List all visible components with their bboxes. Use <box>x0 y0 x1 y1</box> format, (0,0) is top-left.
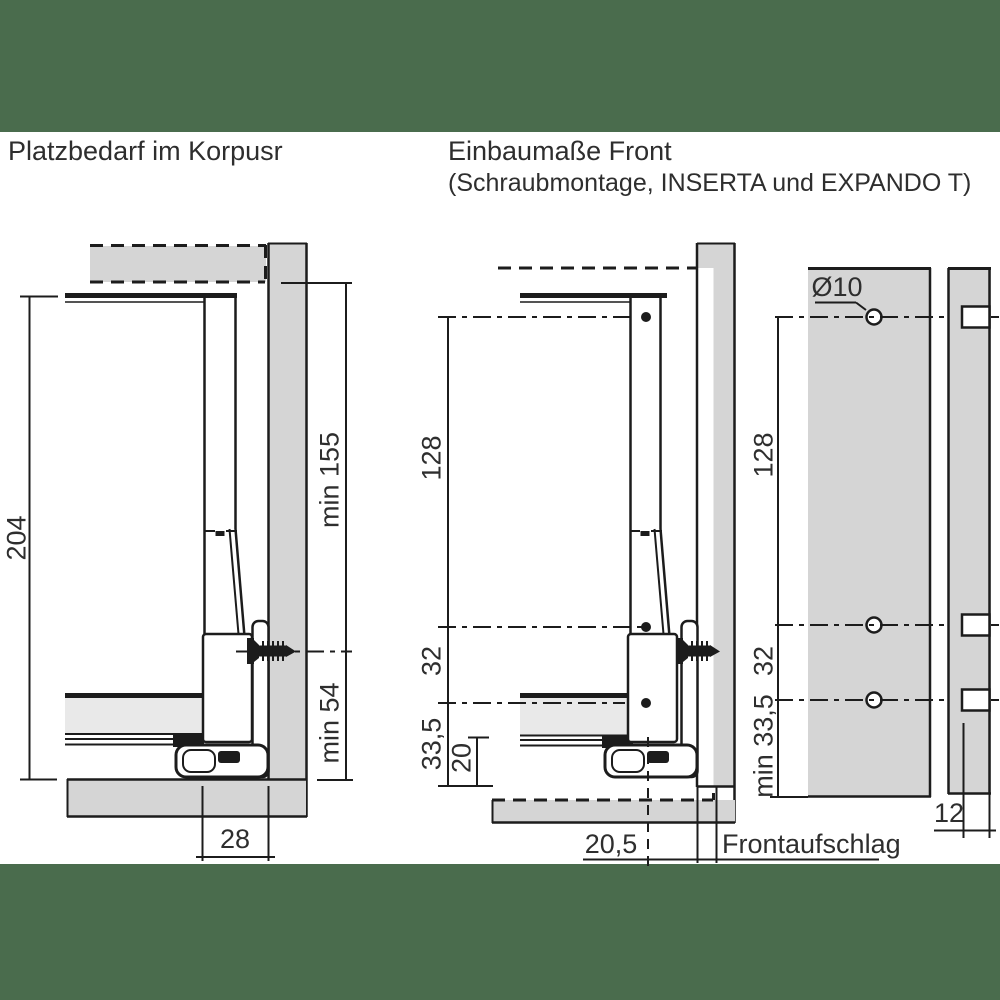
right-diagram-title: Einbaumaße Front <box>448 136 672 166</box>
right-diagram-subtitle: (Schraubmontage, INSERTA und EXPANDO T) <box>448 169 972 197</box>
dim-128-mid: 128 <box>416 435 446 480</box>
middle-dimensions: 128 32 33,5 20 20,5 Frontaufschlag <box>416 316 901 872</box>
hole-diameter-label: Ø10 <box>811 272 862 302</box>
dim-32-mid: 32 <box>416 646 446 676</box>
left-dimensions: 204 min 155 min 54 28 <box>1 282 353 861</box>
cabinet-top-panel <box>90 246 266 282</box>
hole-marker-mid <box>641 622 651 632</box>
drawer-top-rail <box>65 293 237 298</box>
dim-204: 204 <box>1 515 31 560</box>
dim-33-5-mid: 33,5 <box>416 718 446 771</box>
front-panel-section-mid <box>695 242 736 823</box>
left-section-view: 204 min 155 min 54 28 <box>1 242 353 861</box>
dim-28: 28 <box>220 824 250 854</box>
left-diagram-title: Platzbedarf im Korpusr <box>8 136 283 166</box>
dim-12: 12 <box>934 798 964 828</box>
middle-section-view: 128 32 33,5 20 20,5 Frontaufschlag <box>416 242 901 872</box>
hole-marker-top <box>641 312 651 322</box>
drill-depth-bottom <box>960 688 991 712</box>
dim-min-54: min 54 <box>314 682 344 763</box>
drawer-bottom-slab-mid <box>520 698 633 735</box>
dim-min-33-5-face: min 33,5 <box>748 694 778 798</box>
dim-min-155: min 155 <box>314 432 344 528</box>
dim-20-5: 20,5 <box>585 829 638 859</box>
cabinet-bottom-panel <box>68 780 306 816</box>
drill-depth-mid <box>960 613 991 637</box>
cabinet-bottom-mid <box>491 798 735 824</box>
drawer-top-rail-mid <box>520 293 667 298</box>
dim-32-face: 32 <box>748 646 778 676</box>
drill-depth-top <box>960 305 991 329</box>
front-panel-face-view: Ø10 <box>808 267 932 798</box>
front-panel-side-view: 12 <box>934 267 996 838</box>
front-screw <box>236 638 352 664</box>
face-view-dimensions: 128 32 min 33,5 <box>748 317 808 798</box>
front-overlay-label: Frontaufschlag <box>722 829 901 859</box>
top-green-band <box>0 0 1000 132</box>
front-panel-section <box>269 243 306 780</box>
dim-20-mid: 20 <box>446 743 476 773</box>
front-screw-mid <box>676 638 720 664</box>
drawer-bottom-slab <box>65 698 204 733</box>
hole-marker-bottom <box>641 698 651 708</box>
dim-128-face: 128 <box>748 432 778 477</box>
front-panel-face <box>808 268 931 797</box>
front-panel-edge <box>948 268 991 794</box>
bottom-green-band <box>0 864 1000 1000</box>
